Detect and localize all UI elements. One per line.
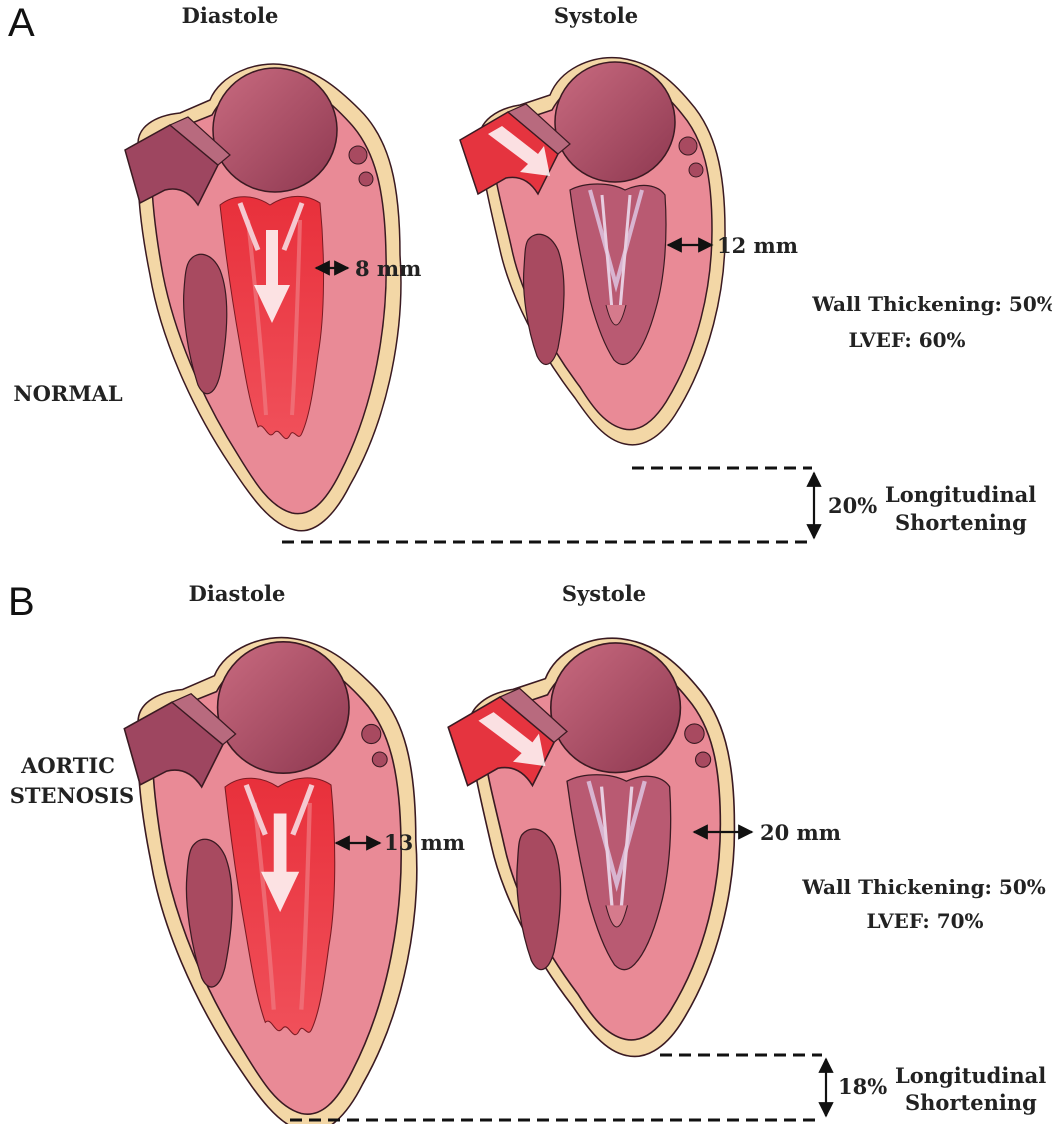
diastole-label-b: Diastole [189,581,286,606]
wall-thickness-systole-a: 12 mm [717,233,798,258]
shortening-label-b-line-1: Longitudinal [895,1063,1046,1088]
systole-label-a: Systole [554,3,638,28]
panel-letter-b: B [8,580,35,624]
condition-label-a-line-1: NORMAL [13,381,122,406]
heart-systole-normal [460,58,725,445]
diastole-label-a: Diastole [182,3,279,28]
heart-systole-aortic-stenosis [448,638,734,1056]
shortening-label-a-line-1: Longitudinal [885,482,1036,507]
wall-thickening-b: Wall Thickening: 50% [801,875,1045,899]
wall-thickness-diastole-a: 8 mm [355,256,421,281]
panel-letter-a: A [8,1,35,45]
shortening-value-b: 18% [838,1074,887,1099]
wall-thickness-diastole-b: 13 mm [384,830,465,855]
heart-diastole-aortic-stenosis [124,638,416,1124]
wall-thickness-systole-b: 20 mm [760,820,841,845]
wall-thickening-a: Wall Thickening: 50% [811,292,1052,316]
lvef-a: LVEF: 60% [848,328,965,352]
shortening-label-a-line-2: Shortening [895,510,1027,535]
lvef-b: LVEF: 70% [866,909,983,933]
condition-label-b-line-1: AORTIC [20,753,115,778]
condition-label-b-line-2: STENOSIS [10,783,134,808]
systole-label-b: Systole [562,581,646,606]
shortening-label-b-line-2: Shortening [905,1090,1037,1115]
heart-diastole-normal [125,64,401,531]
shortening-value-a: 20% [828,493,877,518]
